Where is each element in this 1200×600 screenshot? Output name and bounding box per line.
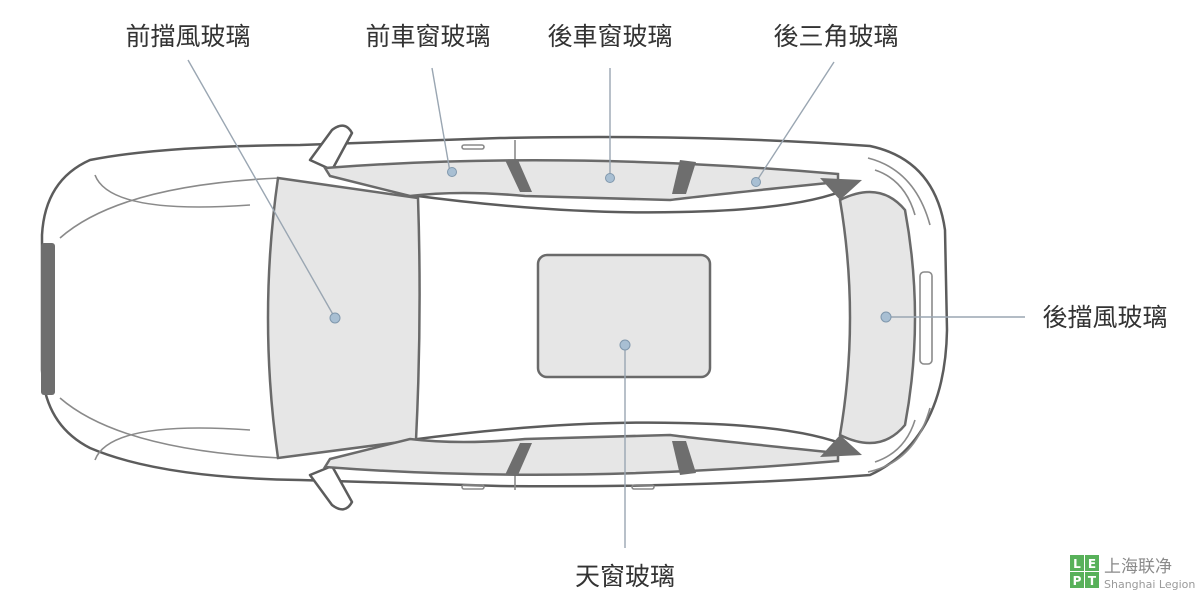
side-glass-bottom <box>322 433 840 476</box>
marker-front-windshield <box>329 312 341 324</box>
logo-box-t <box>1085 572 1099 588</box>
label-front-door-window: 前車窗玻璃 <box>365 22 490 51</box>
logo-letter-l: L <box>1073 557 1081 571</box>
marker-rear-quarter-glass <box>751 177 761 187</box>
d-pillar-top <box>820 178 862 200</box>
mirror-top <box>308 124 354 172</box>
marker-sunroof-glass <box>619 339 631 351</box>
label-rear-windshield: 後擋風玻璃 <box>1042 303 1167 332</box>
rear-plate <box>919 271 933 365</box>
marker-rear-door-window <box>605 173 615 183</box>
side-glass-top <box>322 159 840 202</box>
logo-box-l <box>1070 555 1084 571</box>
c-pillar-bottom <box>672 441 696 475</box>
tail-lamp-bottom <box>867 407 931 473</box>
door-handle-bottom <box>461 484 485 490</box>
hood-line-top <box>59 177 281 239</box>
hood-line-bottom <box>59 397 281 459</box>
roof-rail-top <box>409 186 851 214</box>
watermark-logo: L E P T 上海联净 Shanghai Legion <box>1070 555 1195 591</box>
tail-lamp-top-inner <box>874 169 916 216</box>
leader-front-windshield <box>187 59 336 319</box>
marker-front-door-window <box>447 167 457 177</box>
label-rear-quarter-glass: 後三角玻璃 <box>773 22 898 51</box>
label-rear-door-window: 後車窗玻璃 <box>547 22 672 51</box>
sunroof-glass <box>536 253 712 379</box>
logo-name-cn: 上海联净 <box>1104 557 1172 577</box>
logo-box-e <box>1085 555 1099 571</box>
leader-rear-quarter-glass <box>755 61 835 183</box>
label-sunroof-glass: 天窗玻璃 <box>575 562 675 591</box>
hood-crease-top <box>94 174 251 208</box>
front-windshield-glass <box>266 176 421 460</box>
tail-lamp-bottom-inner <box>874 419 916 463</box>
logo-box-p <box>1070 572 1084 588</box>
d-pillar-bottom <box>820 435 862 457</box>
logo-name-en: Shanghai Legion <box>1104 578 1195 591</box>
b-pillar-bottom <box>505 443 532 475</box>
hood-crease-bottom <box>94 427 251 461</box>
logo-letter-p: P <box>1073 574 1082 588</box>
rear-windshield-glass <box>838 190 917 445</box>
door-handle-bottom-rear <box>631 484 655 490</box>
tail-lamp-top <box>867 157 931 226</box>
car-body <box>40 135 949 490</box>
roof-rail-bottom <box>409 421 851 449</box>
marker-rear-windshield <box>880 311 892 323</box>
leader-front-door-window <box>431 67 451 173</box>
mirror-bottom <box>308 464 354 511</box>
b-pillar-top <box>505 160 532 192</box>
door-handle-top <box>461 144 485 150</box>
glass-markers <box>329 167 892 351</box>
car-body-outline <box>40 135 949 488</box>
c-pillar-top <box>672 160 696 194</box>
logo-letter-t: T <box>1088 574 1097 588</box>
logo-letter-e: E <box>1088 557 1096 571</box>
leader-lines <box>187 59 1025 548</box>
label-front-windshield: 前擋風玻璃 <box>125 22 250 51</box>
front-bumper-strip <box>41 243 55 395</box>
